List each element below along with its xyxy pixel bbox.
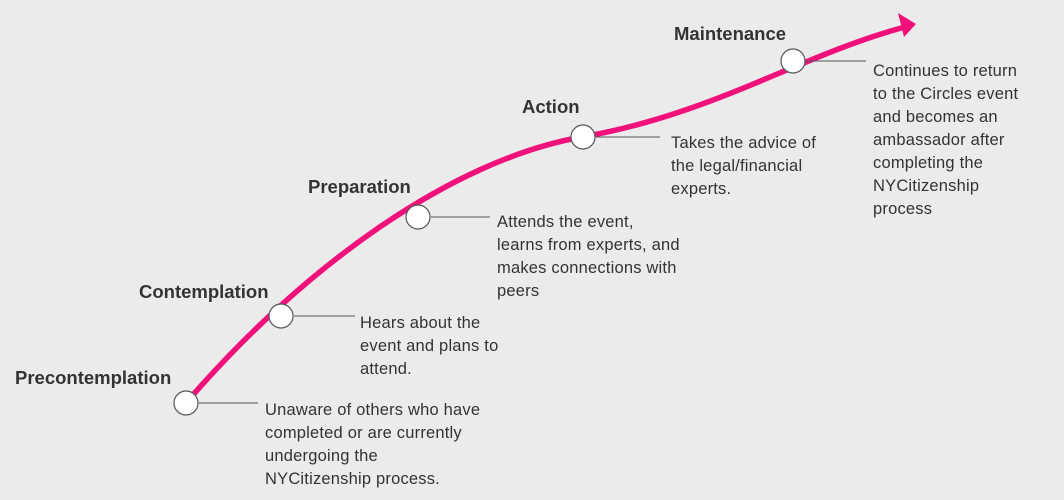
description-line: Continues to return — [873, 62, 1018, 80]
description-line: Takes the advice of — [671, 134, 817, 152]
stage-description-precontemplation: Unaware of others who have completed or … — [265, 399, 480, 491]
description-line: Attends the event, — [497, 213, 634, 231]
stage-description-maintenance: Continues to return to the Circles event… — [873, 60, 1018, 221]
description-line: completing the — [873, 154, 984, 172]
description-line: experts. — [671, 180, 732, 198]
stage-title-preparation: Preparation — [308, 176, 411, 197]
description-line: Unaware of others who have — [265, 401, 481, 419]
description-line: learns from experts, and — [497, 236, 680, 254]
stage-node-contemplation — [268, 303, 294, 329]
description-line: ambassador after — [873, 131, 1005, 149]
description-line: process — [873, 200, 933, 218]
stage-title-maintenance: Maintenance — [674, 23, 787, 44]
description-line: event and plans to — [360, 337, 499, 355]
description-line: and becomes an — [873, 108, 998, 126]
description-line: attend. — [360, 360, 412, 378]
description-line: undergoing the — [265, 447, 378, 465]
stage-node-precontemplation — [173, 390, 199, 416]
description-line: NYCitizenship — [873, 177, 980, 195]
stage-node-preparation — [405, 204, 431, 230]
description-line: NYCitizenship process. — [265, 470, 440, 488]
description-line: makes connections with — [497, 259, 677, 277]
description-line: the legal/financial — [671, 157, 803, 175]
stage-node-maintenance — [780, 48, 806, 74]
description-line: Hears about the — [360, 314, 481, 332]
progress-arrowhead — [898, 13, 916, 37]
stage-description-action: Takes the advice of the legal/financial … — [671, 132, 816, 201]
description-line: peers — [497, 282, 540, 300]
stage-description-preparation: Attends the event, learns from experts, … — [497, 211, 680, 303]
stage-description-contemplation: Hears about the event and plans to atten… — [360, 312, 498, 381]
description-line: completed or are currently — [265, 424, 462, 442]
stage-title-contemplation: Contemplation — [139, 281, 269, 302]
stage-node-action — [570, 124, 596, 150]
stage-title-precontemplation: Precontemplation — [15, 367, 172, 388]
stage-title-action: Action — [522, 96, 580, 117]
description-line: to the Circles event — [873, 85, 1019, 103]
